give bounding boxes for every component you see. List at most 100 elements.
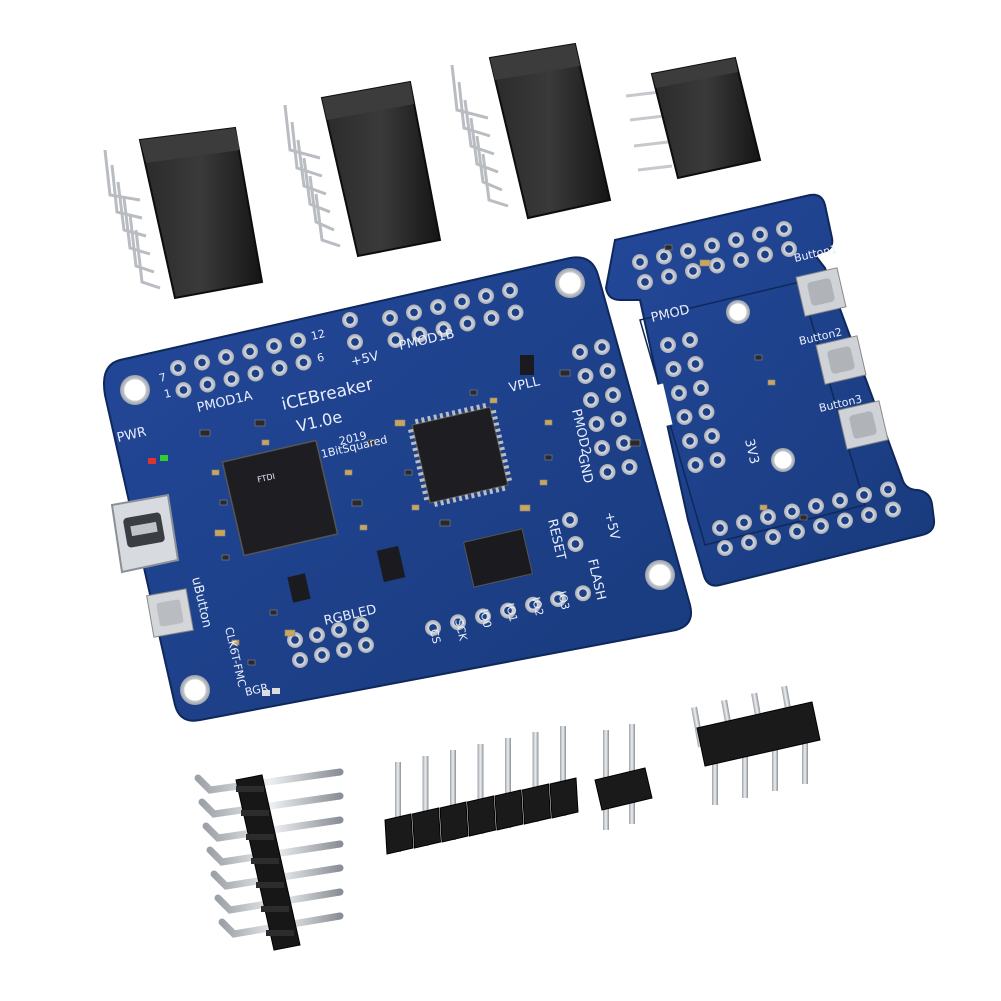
pmod-pad bbox=[454, 293, 470, 310]
smd-component bbox=[344, 469, 353, 476]
strip-pad bbox=[736, 514, 752, 531]
label-vpll: VPLL bbox=[508, 374, 543, 396]
smd-component bbox=[404, 469, 413, 476]
smd-component bbox=[767, 379, 776, 386]
smd-component bbox=[351, 499, 363, 507]
pmod1b-pads bbox=[342, 282, 524, 350]
strip-pad bbox=[637, 274, 653, 290]
pmod-pad bbox=[342, 312, 358, 328]
smd-component bbox=[269, 609, 278, 616]
pmod-pad bbox=[621, 459, 638, 475]
flash-pad bbox=[475, 608, 491, 625]
smd-component bbox=[539, 479, 548, 486]
label-3v3: 3V3 bbox=[741, 438, 761, 466]
strip-pad bbox=[880, 481, 896, 498]
strip-pad bbox=[709, 257, 725, 274]
smd-component bbox=[519, 504, 531, 512]
pmod-pad bbox=[577, 368, 594, 384]
strip-pad bbox=[733, 252, 749, 268]
label-io0: IO0 bbox=[477, 608, 494, 629]
flash-pad bbox=[425, 620, 441, 636]
rgb-pad bbox=[336, 642, 352, 658]
mount-hole bbox=[771, 448, 795, 472]
pmod-pad bbox=[599, 464, 616, 480]
smd-component bbox=[254, 419, 266, 427]
pmod-pad bbox=[406, 304, 422, 321]
usb-connector bbox=[110, 493, 180, 574]
smd-component bbox=[754, 354, 763, 361]
mount-hole bbox=[120, 375, 150, 405]
strip-pad bbox=[861, 507, 877, 523]
smd-component bbox=[231, 639, 240, 646]
passive-components bbox=[148, 244, 808, 696]
led bbox=[262, 690, 270, 696]
pmod-pad bbox=[599, 363, 616, 379]
mount-hole bbox=[180, 675, 210, 705]
bottom-strip-pads bbox=[562, 481, 901, 556]
pmod-pad bbox=[682, 332, 698, 348]
led bbox=[272, 688, 280, 694]
pmod-pad bbox=[665, 361, 682, 377]
flash-chip bbox=[462, 528, 534, 588]
smd-component bbox=[759, 504, 768, 511]
pmod-pad bbox=[616, 435, 632, 451]
pmod-pad bbox=[347, 334, 363, 350]
smd-component bbox=[214, 529, 226, 537]
male-header-straight-4 bbox=[691, 685, 821, 805]
female-header-2 bbox=[283, 80, 442, 258]
strip-pad bbox=[789, 523, 805, 540]
male-header-angled bbox=[194, 768, 344, 951]
pmod-pad bbox=[682, 433, 698, 449]
strip-pad bbox=[765, 529, 781, 545]
led bbox=[148, 458, 156, 464]
pmod-pad bbox=[693, 380, 709, 396]
strip-pad bbox=[685, 263, 701, 279]
pmod-pad bbox=[242, 343, 258, 360]
female-header-1 bbox=[103, 126, 264, 300]
flash-pad bbox=[525, 596, 541, 613]
pmod-pad bbox=[687, 356, 704, 372]
fpga-chip bbox=[408, 402, 513, 507]
strip-pad bbox=[728, 232, 744, 248]
button3-switch bbox=[837, 400, 889, 450]
label-plus5v-top: +5V bbox=[350, 349, 381, 370]
pmod-pad bbox=[170, 360, 186, 376]
header-body-4 bbox=[650, 56, 762, 180]
pmod-pad bbox=[687, 457, 704, 473]
mount-hole bbox=[726, 300, 750, 324]
pmod-pad bbox=[572, 344, 588, 360]
rgb-pad bbox=[358, 637, 374, 653]
pmod-pad bbox=[478, 288, 494, 304]
pmod-pad bbox=[704, 428, 720, 444]
pmod-pad bbox=[271, 360, 288, 376]
strip-pad bbox=[760, 509, 776, 525]
strip-pad bbox=[661, 268, 677, 285]
pmod-pad bbox=[435, 321, 452, 337]
smd-component bbox=[221, 554, 230, 561]
smd-component bbox=[284, 629, 296, 637]
smd-component bbox=[411, 504, 420, 511]
pmod-pad bbox=[411, 326, 428, 343]
strip-pad bbox=[856, 487, 872, 503]
header-body-1 bbox=[138, 126, 264, 300]
rgb-pad bbox=[331, 622, 347, 638]
male-header-straight-2 bbox=[594, 724, 653, 830]
smd-component bbox=[394, 419, 406, 427]
small-chip bbox=[520, 355, 534, 375]
label-plus5v-mid: +5V bbox=[601, 511, 622, 542]
pmod-pad bbox=[671, 385, 687, 401]
pmod-pad bbox=[223, 371, 240, 387]
pmod-pad bbox=[430, 299, 446, 315]
pmod-pad bbox=[459, 315, 476, 332]
label-gnd: GND bbox=[574, 453, 595, 485]
label-io2: IO2 bbox=[529, 596, 546, 617]
label-pin-12: 12 bbox=[310, 327, 327, 343]
pmod-pad bbox=[387, 332, 404, 348]
strip-pad bbox=[781, 241, 797, 257]
pmod-pad bbox=[676, 409, 693, 425]
pmod-pad bbox=[483, 310, 500, 326]
label-pin-7: 7 bbox=[158, 371, 168, 385]
strip-pad bbox=[808, 498, 824, 514]
pmod-pad bbox=[588, 416, 605, 432]
